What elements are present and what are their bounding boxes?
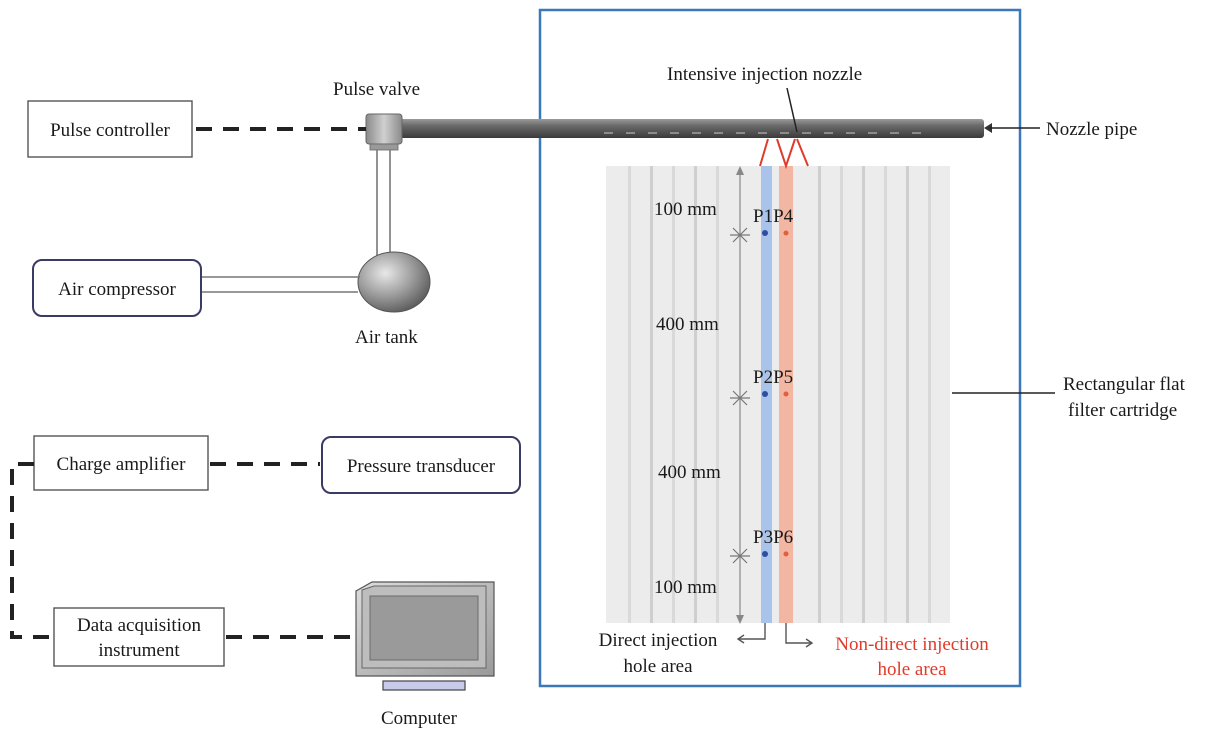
air-tank-label: Air tank (355, 327, 418, 348)
point-label-p2p5: P2P5 (753, 367, 793, 388)
filter-cartridge-label-2: filter cartridge (1068, 400, 1177, 421)
point-p5 (783, 391, 789, 397)
data-acquisition-label-2: instrument (98, 640, 180, 661)
pipe-hole (802, 132, 811, 134)
point-p6 (783, 551, 789, 557)
valve-tank-pipe (376, 150, 391, 258)
nozzle-pipe-arrow (984, 123, 992, 133)
point-p2 (762, 391, 768, 397)
direct-area-label-1: Direct injection (599, 630, 718, 651)
nozzle-jet-right (796, 138, 809, 167)
dimension-label-3: 400 mm (658, 462, 721, 483)
pleat-line (928, 166, 931, 623)
compressor-tank-pipe (201, 276, 360, 293)
pipe-hole (912, 132, 921, 134)
air-compressor-label: Air compressor (58, 279, 176, 300)
computer-label: Computer (381, 708, 458, 729)
pulse-valve (365, 113, 403, 145)
nondirect-area-arrowhead (805, 638, 814, 648)
pulse-valve-label: Pulse valve (333, 79, 420, 100)
amplifier-daq-link (10, 462, 54, 639)
dimension-arrow-bottom (736, 615, 744, 624)
data-acquisition-box (53, 607, 225, 667)
pipe-hole (868, 132, 877, 134)
dimension-tick-3 (730, 548, 750, 564)
computer-monitor (355, 581, 495, 691)
pipe-hole (758, 132, 767, 134)
pipe-hole (714, 132, 723, 134)
direct-area-arrowhead (736, 634, 745, 644)
pleat-line (862, 166, 865, 623)
charge-amplifier-box (33, 435, 209, 491)
point-p1 (762, 230, 768, 236)
intensive-nozzle-label: Intensive injection nozzle (667, 64, 862, 85)
data-acquisition-label-1: Data acquisition (77, 615, 201, 636)
filter-cartridge-label-1: Rectangular flat (1063, 374, 1186, 395)
pleat-line (818, 166, 821, 623)
pipe-hole (692, 132, 701, 134)
pulse-valve-flange (369, 143, 399, 151)
point-label-p3p6: P3P6 (753, 527, 793, 548)
pulse-controller-label: Pulse controller (50, 120, 170, 141)
dimension-tick-1 (730, 227, 750, 243)
dimension-label-4: 100 mm (654, 577, 717, 598)
pipe-nozzle-holes (604, 132, 921, 134)
pipe-hole (780, 132, 789, 134)
pleat-line (694, 166, 697, 623)
nozzle-pipe-label: Nozzle pipe (1046, 119, 1137, 140)
filter-cartridge (606, 166, 950, 623)
pleat-line (716, 166, 719, 623)
pipe-hole (626, 132, 635, 134)
point-p4 (783, 230, 789, 236)
pressure-transducer-box (321, 436, 521, 494)
pipe-hole (736, 132, 745, 134)
direct-area-leader (738, 623, 766, 640)
pleat-line (672, 166, 675, 623)
dimension-label-2: 400 mm (656, 314, 719, 335)
pipe-hole (648, 132, 657, 134)
pipe-hole (824, 132, 833, 134)
pleat-line (628, 166, 631, 623)
direct-area-label-2: hole area (623, 656, 693, 677)
nondirect-area-label-1: Non-direct injection (835, 634, 989, 655)
nondirect-area-leader (785, 623, 812, 644)
pleat-line (650, 166, 653, 623)
intensive-nozzle-leader (786, 87, 798, 133)
cartridge-pleats (628, 166, 931, 623)
pulse-controller-box (27, 100, 193, 158)
pleat-line (884, 166, 887, 623)
pressure-transducer-label: Pressure transducer (347, 456, 496, 477)
nozzle-pipe-body (398, 119, 984, 138)
nozzle-jet-middle (776, 138, 796, 170)
nozzle-jet-left (759, 138, 769, 167)
pleat-line (906, 166, 909, 623)
pipe-hole (846, 132, 855, 134)
charge-amplifier-label: Charge amplifier (57, 454, 187, 475)
pipe-hole (890, 132, 899, 134)
dimension-tick-2 (730, 390, 750, 406)
pipe-hole (670, 132, 679, 134)
pleat-line (840, 166, 843, 623)
point-label-p1p4: P1P4 (753, 206, 794, 227)
air-tank (357, 251, 431, 313)
air-compressor-box (32, 259, 202, 317)
dimension-label-1: 100 mm (654, 199, 717, 220)
nondirect-area-label-2: hole area (877, 659, 947, 680)
point-p3 (762, 551, 768, 557)
dimension-arrow-top (736, 166, 744, 175)
housing-frame (538, 8, 1022, 688)
pipe-hole (604, 132, 613, 134)
